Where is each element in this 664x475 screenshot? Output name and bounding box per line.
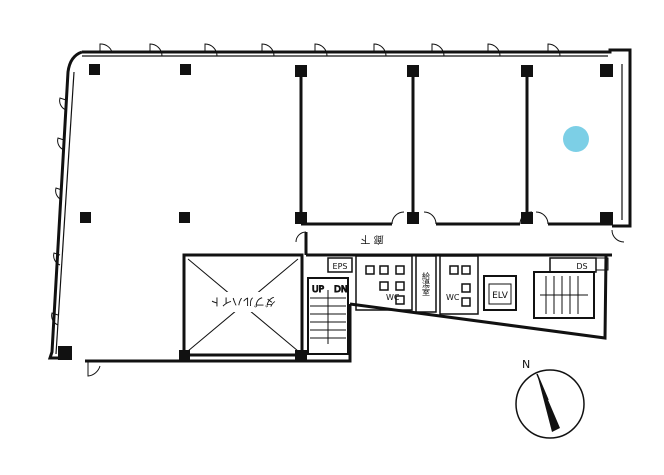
void-label: ダブルハイト [210, 295, 276, 309]
void-area: ダブルハイト [182, 253, 304, 357]
wc-label-2: WC [446, 293, 460, 302]
stair-down-label: DN [334, 285, 348, 295]
ps-room [595, 257, 609, 271]
eps-label: EPS [333, 262, 348, 271]
ds-label: DS [576, 262, 587, 271]
compass-icon: N [515, 358, 585, 439]
kitchen-label: 給湯室 [422, 271, 431, 296]
toilet-block-1: WC [355, 255, 413, 311]
stair-core-left: UP DN [307, 277, 349, 355]
stair-up-label: UP [312, 285, 325, 295]
compass-north-label: N [522, 358, 530, 371]
kitchen: 給湯室 [415, 255, 437, 313]
structural-columns [58, 64, 613, 362]
elevator: ELV [483, 275, 517, 311]
ds-room: DS [549, 257, 597, 273]
location-marker-icon [563, 126, 589, 152]
partition-walls [299, 72, 612, 257]
elevator-label: ELV [492, 291, 509, 301]
corridor-label: 廊 下 [360, 233, 383, 246]
stair-core-right [533, 271, 595, 319]
exterior-walls [47, 48, 632, 363]
toilet-block-2: WC [439, 255, 479, 315]
door-swings [51, 43, 625, 377]
eps-room: EPS [327, 257, 353, 273]
wc-label-1: WC [386, 293, 400, 302]
